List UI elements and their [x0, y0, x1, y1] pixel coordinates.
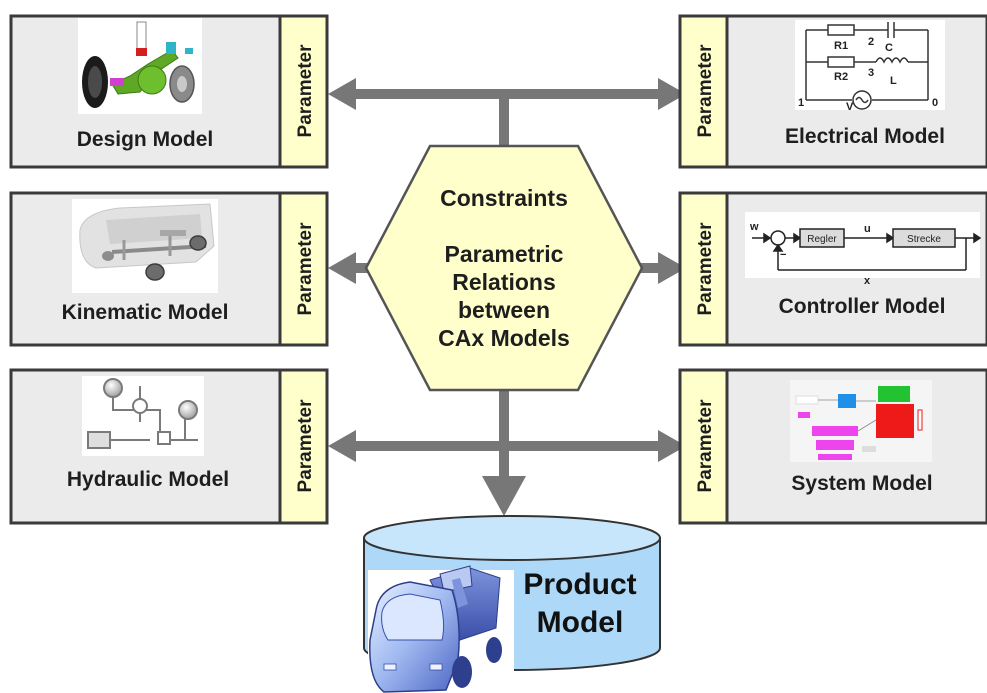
controller-model-label: Controller Model — [779, 295, 946, 318]
feedback-x-label: x — [864, 275, 871, 287]
controller-parameter-label: Parameter — [695, 222, 716, 316]
vehicle-chassis-image — [79, 203, 215, 281]
regler-block-label: Regler — [807, 234, 837, 245]
arrowhead-to-kinematic — [328, 252, 356, 284]
electrical-parameter-label: Parameter — [695, 44, 716, 138]
system-parameter-label: Parameter — [695, 399, 716, 493]
summing-minus-label: − — [780, 249, 786, 261]
system-model-label: System Model — [791, 472, 932, 495]
constraints-hexagon: Constraints Parametric Relations between… — [364, 144, 644, 392]
node-0-label: 0 — [932, 97, 938, 109]
voltage-label: V — [846, 101, 854, 113]
setpoint-w-label: w — [749, 221, 759, 233]
capacitor-label: C — [885, 42, 893, 54]
electrical-model-panel: Parameter R1 2 C R2 3 L V 1 0 — [678, 14, 987, 169]
inductor-label: L — [890, 75, 897, 87]
truck-image — [368, 565, 514, 693]
controller-model-panel: Parameter w − Regler u Strecke x Control… — [678, 191, 987, 347]
arrowhead-to-system — [658, 430, 686, 462]
design-model-panel: Parameter Design Model — [9, 14, 329, 169]
arrowhead-to-controller — [658, 252, 686, 284]
kinematic-model-label: Kinematic Model — [62, 301, 229, 324]
design-parameter-label: Parameter — [295, 44, 316, 138]
r1-label: R1 — [834, 40, 848, 52]
center-line-cax-models: CAx Models — [438, 325, 570, 351]
electrical-parameter-strip — [678, 14, 729, 169]
arrowhead-to-electrical — [658, 78, 686, 110]
design-parameter-strip — [278, 14, 329, 169]
center-line-relations: Relations — [452, 269, 556, 295]
product-label: Product — [523, 568, 636, 601]
arrowhead-to-design — [328, 78, 356, 110]
design-model-label: Design Model — [77, 128, 214, 151]
hydraulic-model-panel: Parameter Hydraulic Model — [9, 368, 329, 525]
kinematic-parameter-strip — [278, 191, 329, 347]
electrical-model-label: Electrical Model — [785, 125, 945, 148]
center-line-between: between — [458, 297, 550, 323]
center-title: Constraints — [440, 185, 568, 211]
connectors — [328, 78, 686, 516]
control-u-label: u — [864, 223, 871, 235]
r2-label: R2 — [834, 71, 848, 83]
node-1-label: 1 — [798, 97, 804, 109]
center-line-parametric: Parametric — [445, 241, 564, 267]
hydraulic-circuit-image — [87, 378, 198, 449]
controller-parameter-strip — [678, 191, 729, 347]
hydraulic-model-label: Hydraulic Model — [67, 468, 229, 491]
arrowhead-to-product — [482, 476, 526, 516]
node-2-label: 2 — [868, 36, 874, 48]
node-3-label: 3 — [868, 67, 874, 79]
kinematic-model-panel: Parameter Kinematic Model — [9, 191, 329, 347]
model-label: Model — [537, 606, 624, 639]
arrowhead-to-hydraulic — [328, 430, 356, 462]
kinematic-parameter-label: Parameter — [295, 222, 316, 316]
system-parameter-strip — [678, 368, 729, 525]
rlc-circuit-image — [805, 22, 929, 110]
hydraulic-parameter-label: Parameter — [295, 399, 316, 493]
simulink-diagram-image — [795, 386, 923, 460]
suspension-image — [82, 21, 195, 108]
strecke-block-label: Strecke — [907, 234, 941, 245]
system-model-panel: Parameter System Model — [678, 368, 987, 525]
control-loop-image — [752, 228, 982, 271]
hydraulic-parameter-strip — [278, 368, 329, 525]
hexagon-shape — [364, 144, 644, 392]
